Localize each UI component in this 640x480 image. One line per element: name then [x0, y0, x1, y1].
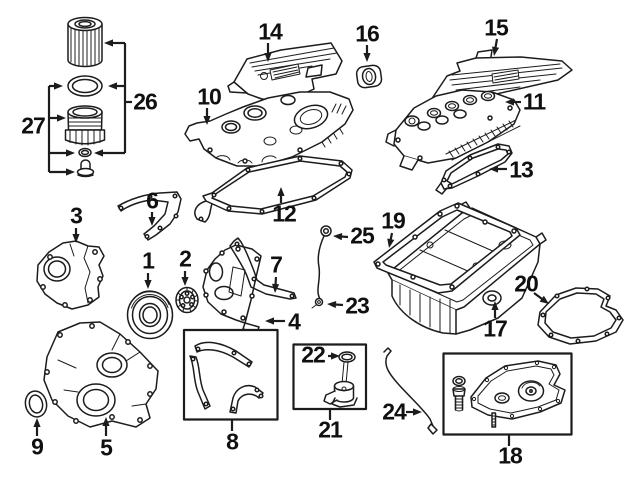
callout-1: 1	[142, 247, 155, 274]
callout-9: 9	[31, 433, 44, 460]
callout-14: 14	[258, 18, 283, 45]
part-lower-oil-pan-box	[442, 352, 573, 436]
part-valve-cover-left	[184, 91, 354, 167]
callout-5: 5	[100, 434, 113, 461]
callout-8: 8	[226, 428, 239, 455]
callout-arrowhead	[331, 352, 340, 360]
part-valve-cover-right	[385, 89, 521, 171]
callout-arrowhead	[489, 165, 498, 173]
callout-arrowhead	[264, 53, 272, 62]
callout-arrowhead	[203, 116, 211, 125]
part-filter-o-ring	[67, 75, 103, 97]
callout-arrowhead	[148, 217, 156, 226]
callout-arrowhead	[492, 46, 500, 56]
callout-arrowhead	[271, 283, 280, 293]
part-valve-cover-gasket-left	[194, 155, 353, 223]
callout-3: 3	[70, 202, 83, 229]
part-oil-filter-element	[67, 16, 103, 68]
callout-arrowhead	[57, 114, 66, 122]
callout-13: 13	[509, 156, 534, 183]
callout-18: 18	[498, 442, 523, 469]
callout-arrowhead	[327, 300, 337, 309]
callout-15: 15	[484, 14, 509, 41]
part-lower-timing-cover	[43, 321, 159, 428]
callout-arrowhead	[539, 295, 549, 304]
callout-arrowhead	[277, 187, 285, 196]
callout-arrowhead	[33, 418, 41, 427]
callout-27: 27	[21, 112, 46, 139]
callout-arrowhead	[181, 277, 189, 286]
part-crankshaft-seal	[24, 390, 48, 418]
callout-arrowhead	[104, 39, 113, 47]
part-valve-cover-gasket-right	[435, 143, 513, 195]
callout-arrowhead	[66, 168, 75, 176]
callout-22: 22	[301, 341, 326, 368]
callout-16: 16	[355, 20, 380, 47]
part-oil-pan-gasket-upper	[373, 202, 521, 294]
part-pulley-hub	[175, 286, 199, 314]
part-bypass-valve	[76, 159, 95, 178]
callout-20: 20	[514, 270, 539, 297]
callout-11: 11	[522, 88, 546, 115]
callout-17: 17	[483, 315, 508, 342]
callout-4: 4	[288, 308, 301, 335]
part-upper-timing-cover-left	[36, 240, 105, 310]
part-oil-pan-gasket-lower	[537, 286, 624, 345]
part-dipstick-tube-lower	[383, 347, 438, 435]
callout-arrowhead	[333, 233, 343, 241]
part-upper-timing-cover-right	[202, 244, 262, 334]
callout-arrowhead	[265, 317, 274, 325]
callout-arrowhead	[94, 149, 103, 157]
callout-7: 7	[270, 251, 283, 278]
part-cover-grommet	[355, 64, 383, 89]
callout-2: 2	[179, 245, 192, 272]
part-engine-cover-left	[227, 42, 343, 102]
callout-arrowhead	[102, 417, 110, 426]
callout-arrowhead	[108, 82, 117, 90]
callout-19: 19	[381, 207, 406, 234]
callout-21: 21	[318, 416, 343, 443]
callout-23: 23	[345, 292, 370, 319]
callout-26: 26	[133, 88, 158, 115]
part-timing-gasket-left	[117, 191, 182, 241]
part-filter-cap	[64, 105, 106, 146]
part-dipstick-and-tube-upper	[311, 225, 332, 309]
callout-arrowhead	[491, 301, 499, 310]
callout-6: 6	[146, 187, 159, 214]
callout-10: 10	[197, 83, 222, 110]
callout-arrowhead	[72, 234, 80, 243]
callout-arrowhead	[66, 149, 75, 157]
part-gasket-set-box	[182, 328, 279, 421]
callout-arrowhead	[505, 98, 514, 106]
callout-arrowhead	[144, 280, 152, 289]
part-crankshaft-pulley	[126, 290, 174, 340]
part-timing-gasket-right	[229, 237, 297, 300]
callout-arrowhead	[413, 408, 422, 416]
callout-arrowhead	[387, 238, 395, 248]
part-cap-o-ring	[78, 147, 92, 158]
callout-12: 12	[272, 200, 297, 227]
callout-24: 24	[382, 398, 407, 425]
callout-arrowhead	[54, 82, 63, 90]
callout-arrowhead	[363, 53, 371, 62]
callout-25: 25	[350, 222, 375, 249]
